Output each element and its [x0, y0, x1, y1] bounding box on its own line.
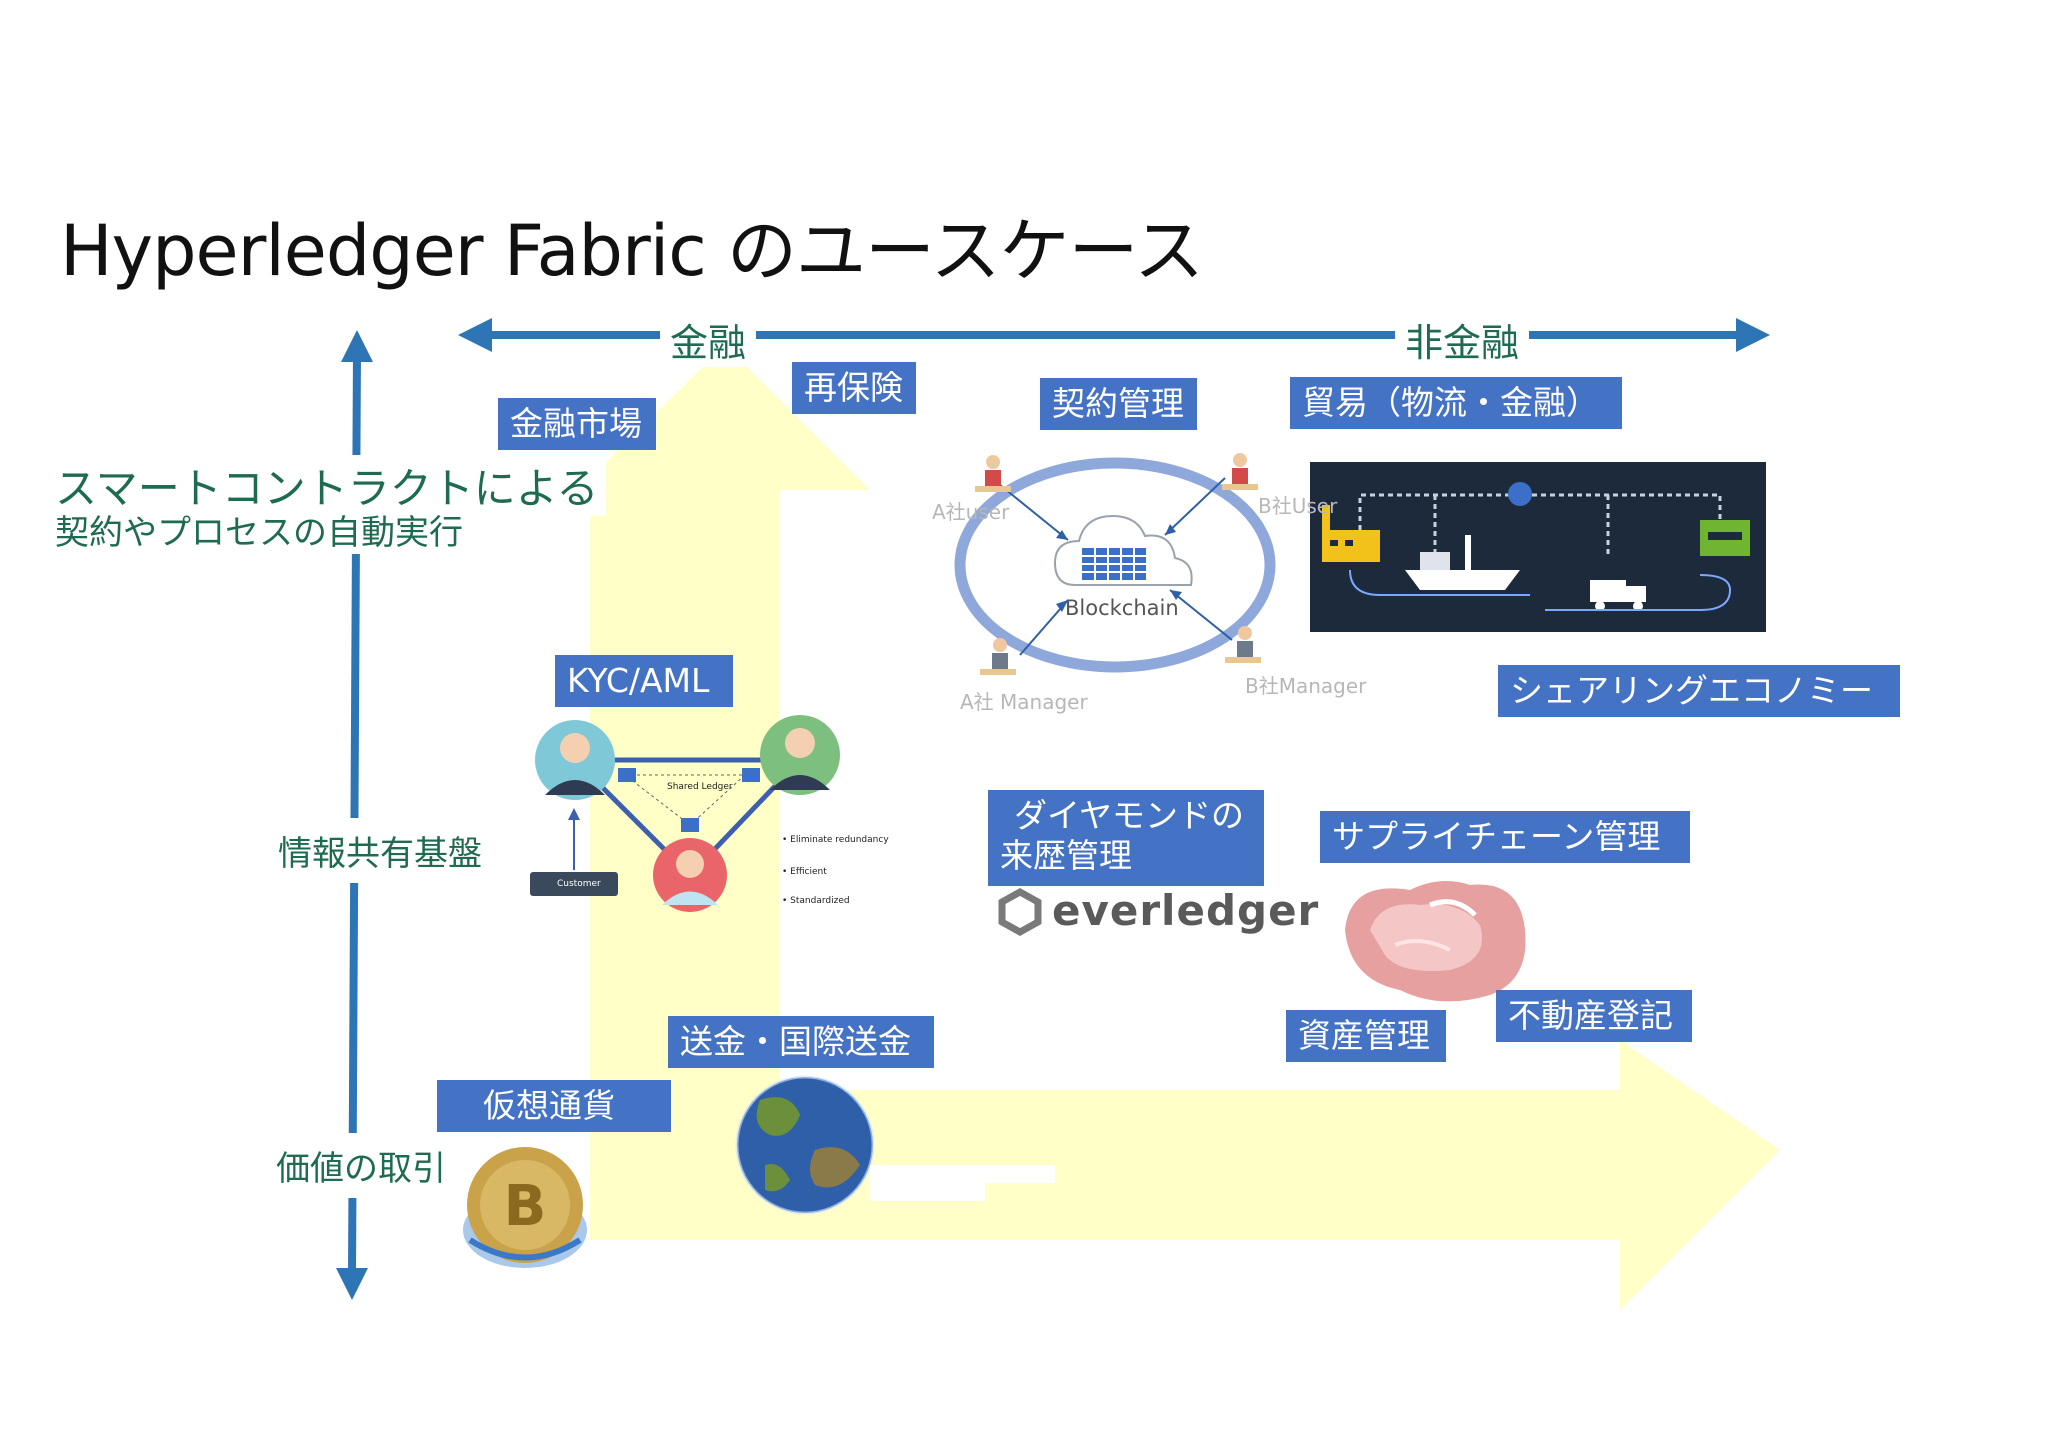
contract-diagram [954, 453, 1276, 675]
tag-reinsurance: 再保険 [792, 362, 916, 414]
person-customer-icon [653, 838, 727, 912]
ship-icon [1405, 535, 1520, 590]
a-manager-label: A社 Manager [960, 690, 1088, 714]
kyc-bullet-2-text: Efficient [790, 867, 827, 877]
factory-icon [1322, 505, 1380, 562]
axis-label-smart-contract-line1: スマートコントラクトによる [55, 464, 599, 513]
tag-diamond-line2: 来歴管理 [1000, 836, 1132, 875]
a-user-label: A社user [932, 500, 1010, 524]
trade-logistics-panel [1310, 462, 1766, 632]
person-b-manager-icon [1225, 626, 1261, 663]
tag-crypto: 仮想通貨 [437, 1080, 671, 1132]
axis-label-value-exchange: 価値の取引 [270, 1133, 452, 1198]
tag-financial-market: 金融市場 [498, 398, 656, 450]
warehouse-icon [1700, 520, 1750, 556]
axis-label-non-financial: 非金融 [1395, 312, 1530, 367]
kyc-diagram [530, 715, 840, 912]
vertical-axis-top-arrowhead [341, 330, 373, 362]
horizontal-axis-right-arrowhead [1736, 318, 1770, 352]
everledger-logo: everledger [1052, 886, 1320, 935]
person-b-user-icon [1222, 453, 1258, 490]
tag-trade: 貿易（物流・金融） [1290, 377, 1622, 429]
axis-label-info-sharing: 情報共有基盤 [272, 818, 488, 883]
customer-label: Customer [557, 879, 601, 889]
tag-diamond-provenance: ダイヤモンドの 来歴管理 [988, 790, 1264, 886]
truck-icon [1590, 580, 1646, 611]
kyc-bullet-1: • Eliminate redundancy [782, 835, 889, 845]
kyc-bullet-3-text: Standardized [790, 896, 850, 906]
tag-kyc-aml: KYC/AML [555, 655, 733, 707]
tag-supply-chain: サプライチェーン管理 [1320, 811, 1690, 863]
tag-sharing-economy: シェアリングエコノミー [1498, 665, 1900, 717]
shared-ledger-label: Shared Ledger [667, 782, 733, 792]
person-a-user-icon [975, 455, 1011, 492]
tag-remittance: 送金・国際送金 [668, 1016, 934, 1068]
tag-contract-management: 契約管理 [1040, 378, 1197, 430]
svg-text:B: B [504, 1174, 547, 1239]
axis-label-automation: 契約やプロセスの自動実行 [55, 505, 471, 554]
vertical-axis-bottom-arrowhead [336, 1268, 368, 1300]
blockchain-label: Blockchain [1065, 596, 1179, 620]
kyc-bullet-1-text: Eliminate redundancy [790, 835, 889, 845]
tag-real-estate-registry: 不動産登記 [1496, 990, 1692, 1042]
meat-image [1345, 881, 1526, 1002]
b-user-label: B社User [1258, 494, 1338, 518]
kyc-bullet-2: • Efficient [782, 867, 827, 877]
kyc-bullet-3: • Standardized [782, 896, 850, 906]
tag-diamond-line1: ダイヤモンドの [1014, 796, 1245, 835]
person-woman-icon [535, 720, 615, 800]
person-man-icon [760, 715, 840, 795]
person-a-manager-icon [980, 638, 1016, 675]
globe-image [735, 1075, 1055, 1215]
everledger-logo-mark [998, 887, 1042, 937]
highlight-arrow [578, 345, 1780, 1310]
horizontal-axis-left-arrowhead [458, 318, 492, 352]
page-title: Hyperledger Fabric のユースケース [60, 210, 1204, 292]
b-manager-label: B社Manager [1245, 674, 1367, 698]
tag-asset-management: 資産管理 [1286, 1010, 1446, 1062]
axis-label-financial: 金融 [660, 312, 757, 367]
bitcoin-coin-image: B [463, 1147, 587, 1268]
